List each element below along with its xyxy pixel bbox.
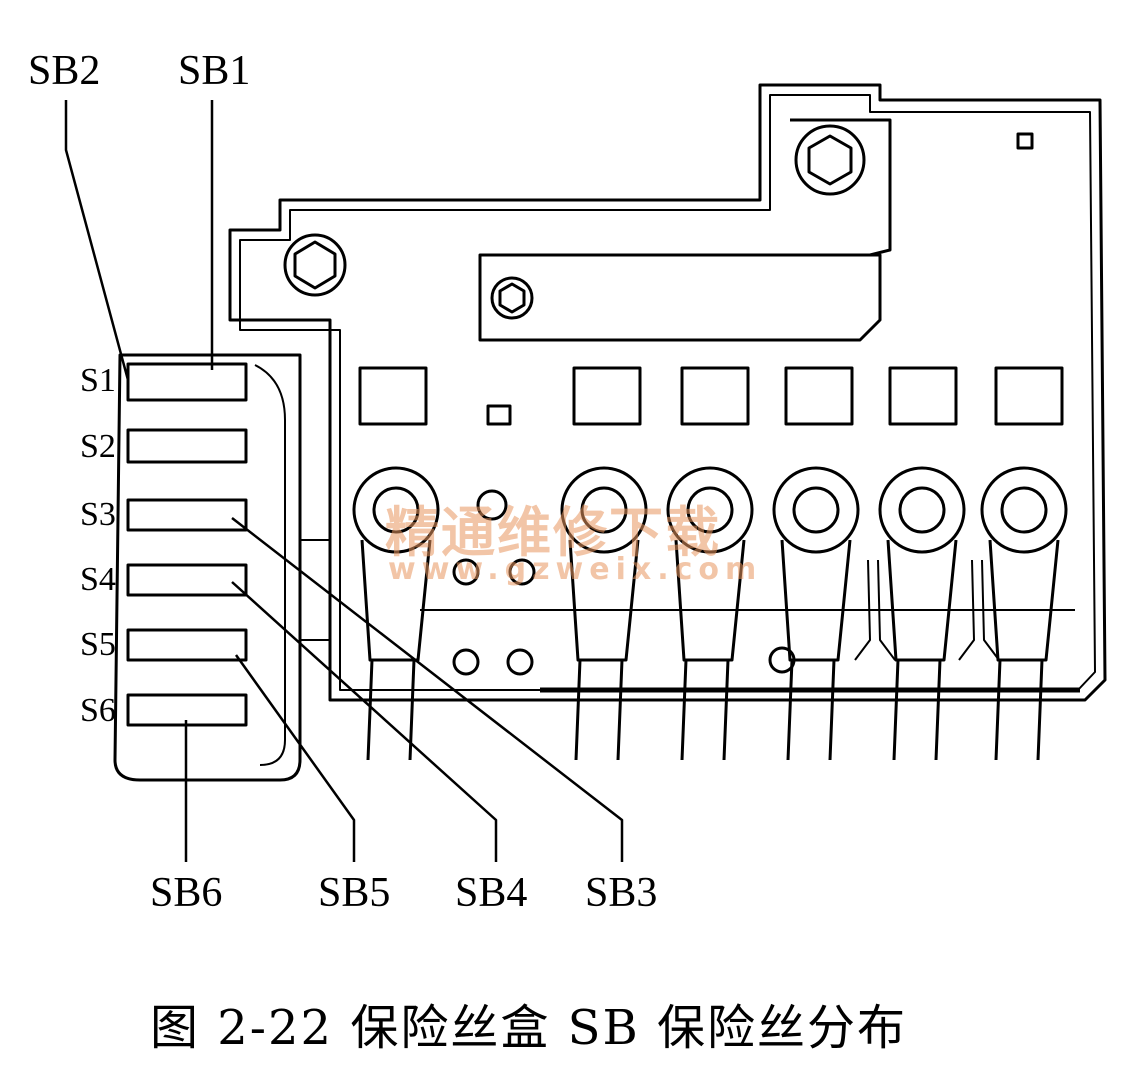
ring-terminal-2	[560, 466, 648, 761]
housing-inner	[239, 94, 1096, 691]
slot-label-s6: S6	[80, 692, 116, 729]
housing-outline	[228, 83, 1107, 702]
bolt-top	[794, 124, 866, 196]
slot-label-s3: S3	[80, 496, 116, 533]
label-sb1: SB1	[178, 48, 251, 94]
slot-label-s1: S1	[80, 362, 116, 399]
label-sb3: SB3	[585, 870, 658, 916]
ring-terminal-1	[352, 466, 440, 761]
slot-label-s4: S4	[80, 561, 116, 598]
slot-label-s5: S5	[80, 626, 116, 663]
slot-label-s2: S2	[80, 428, 116, 465]
label-sb2: SB2	[28, 48, 101, 94]
leader-sb3	[231, 517, 624, 862]
fuse-slot-s3	[126, 498, 248, 532]
leader-sb4	[231, 581, 498, 862]
leader-sb2	[64, 100, 130, 381]
bolt-plate	[490, 276, 534, 320]
label-sb4: SB4	[455, 870, 528, 916]
figure-caption: 图 2-22 保险丝盒 SB 保险丝分布	[150, 1000, 908, 1056]
fuse-slot-s1	[126, 362, 248, 402]
fuse-carrier	[113, 353, 302, 782]
busbar-plate	[478, 253, 882, 342]
ring-terminal-3	[666, 466, 754, 761]
fuse-slot-s5	[126, 628, 248, 662]
bolt-left	[283, 233, 347, 297]
watermark-url: www.gzweix.com	[388, 552, 763, 587]
label-sb5: SB5	[318, 870, 391, 916]
fuse-slot-s2	[126, 428, 248, 464]
fuse-slot-s4	[126, 563, 248, 597]
ring-terminal-4	[772, 466, 860, 761]
ring-terminal-6	[980, 466, 1068, 761]
watermark-text: 精通维修下载	[385, 501, 721, 564]
busbar-arm	[790, 118, 892, 257]
leader-sb5	[234, 654, 356, 862]
label-sb6: SB6	[150, 870, 223, 916]
ring-terminal-5	[878, 466, 966, 761]
